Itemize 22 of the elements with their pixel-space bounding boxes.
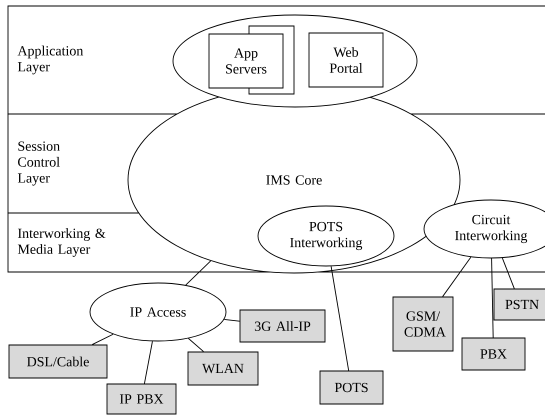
connector-line [185,260,212,286]
connector-line [502,258,515,289]
box: POTS [320,370,384,404]
connector-line [92,334,114,345]
layer-label: Interworking & Media Layer [18,228,106,257]
box: DSL/Cable [8,344,108,378]
stacked-box: App Servers [208,26,294,94]
box: 3G All-IP [240,310,326,342]
box: GSM/ CDMA [392,296,454,352]
connector-line [224,319,240,322]
connector-line [330,266,350,371]
layer-label: Session Control Layer [18,141,60,186]
connector-line [491,258,494,338]
box: Web Portal [308,32,384,88]
box: IP PBX [106,384,176,414]
box: PBX [462,338,526,370]
connector-line [188,338,204,352]
layer-label: Application Layer [18,46,84,74]
box: WLAN [188,352,258,386]
connector-line [442,256,472,297]
connector-line [144,340,153,384]
box: PSTN [494,288,545,320]
